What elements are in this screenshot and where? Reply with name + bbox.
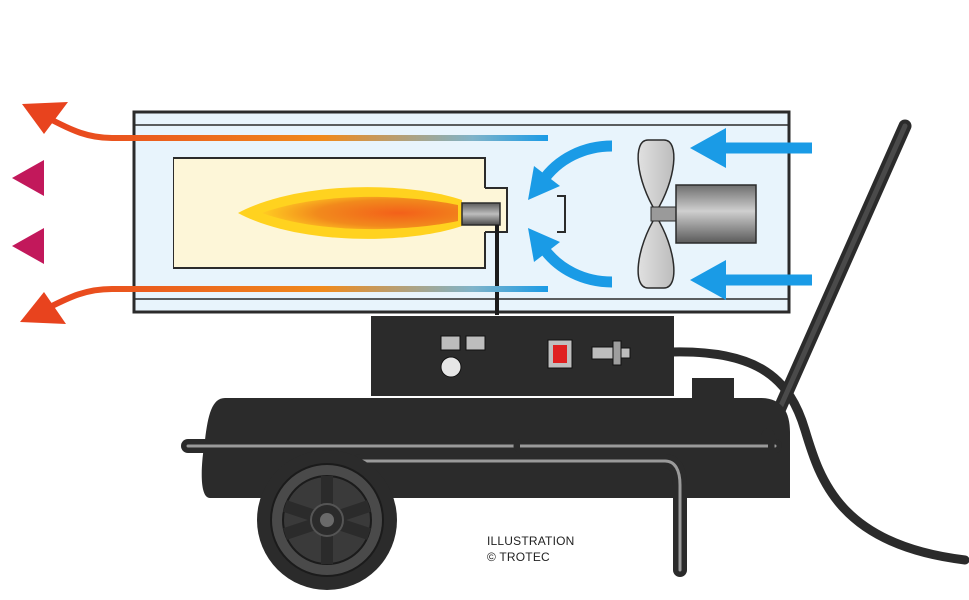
credit-line-1: ILLUSTRATION (487, 534, 575, 548)
motor-icon (675, 184, 757, 244)
exhaust-arrow-upper-middle (12, 160, 380, 196)
flame-icon (238, 187, 462, 239)
credit-line-2: © TROTEC (487, 550, 550, 564)
wheel-icon (257, 450, 397, 590)
intake-curve-arrow-lower (528, 228, 613, 288)
nozzle-icon (461, 202, 501, 226)
exhaust-arrow-top (22, 102, 548, 141)
power-cable (667, 347, 969, 565)
exhaust-arrow-lower-middle (12, 228, 380, 264)
power-switch-icon (547, 339, 573, 369)
intake-arrow-top (690, 128, 812, 168)
illustration-credit: ILLUSTRATION © TROTEC (487, 533, 575, 565)
thermostat-knob (591, 340, 631, 366)
intake-curve-arrow-upper (528, 140, 613, 200)
intake-arrow-bottom (690, 260, 812, 300)
exhaust-arrow-bottom (20, 286, 548, 324)
